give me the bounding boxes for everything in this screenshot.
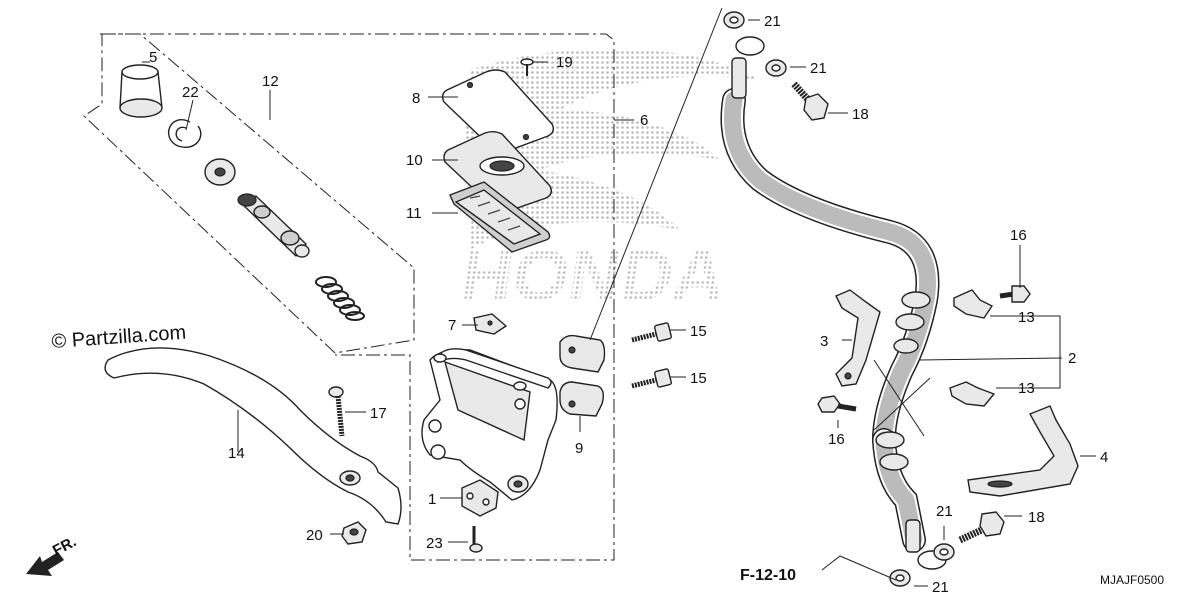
brake-hose (720, 36, 947, 570)
callout-5: 5 (149, 49, 157, 66)
part-21-washer-d (889, 569, 911, 587)
callout-11: 11 (406, 205, 422, 222)
callout-9: 9 (575, 440, 583, 457)
callout-10: 10 (406, 152, 423, 169)
part-1-switch (461, 479, 499, 517)
callout-8: 8 (412, 90, 420, 107)
callout-20: 20 (306, 527, 323, 544)
callout-19: 19 (556, 54, 573, 71)
part-3-bracket (835, 289, 881, 387)
callout-13b: 13 (1018, 380, 1035, 397)
reference-label: F-12-10 (740, 567, 796, 584)
callout-14: 14 (228, 445, 245, 462)
callout-16a: 16 (1010, 227, 1027, 244)
callout-21a: 21 (764, 13, 781, 30)
callout-16b: 16 (828, 431, 845, 448)
front-direction-arrow: FR. (26, 533, 79, 576)
kit-12-boundary (83, 33, 415, 354)
callout-18b: 18 (1028, 509, 1045, 526)
part-10-plate (443, 131, 553, 214)
assembly-6-boundary (100, 33, 615, 561)
part-13-clamp-lower (949, 381, 996, 407)
callout-21b: 21 (810, 60, 827, 77)
callout-23: 23 (426, 535, 443, 552)
callout-7: 7 (448, 317, 456, 334)
part-11-diaphragm (449, 181, 551, 253)
callout-15a: 15 (690, 323, 707, 340)
callout-22: 22 (182, 84, 199, 101)
piston (237, 193, 310, 258)
part-21-washer-c (933, 543, 955, 561)
callout-18a: 18 (852, 106, 869, 123)
part-22-circlip (167, 119, 202, 148)
callout-21d: 21 (932, 579, 949, 596)
part-14-brake-lever (104, 347, 402, 525)
part-13-clamp-upper (953, 289, 994, 319)
part-17-pivot-bolt (328, 386, 345, 437)
callout-3: 3 (820, 333, 828, 350)
part-21-washer-b (765, 59, 787, 77)
callout-2: 2 (1068, 350, 1076, 367)
part-20-nut (341, 521, 367, 545)
callout-15b: 15 (690, 370, 707, 387)
master-cylinder-body (421, 348, 558, 501)
callout-4: 4 (1100, 449, 1108, 466)
part-15-bolt-lower (631, 368, 673, 389)
callout-17: 17 (370, 405, 387, 422)
part-9-holder (559, 334, 606, 417)
leader-lines (142, 7, 1096, 587)
part-18-banjo-bolt-lower (958, 511, 1005, 544)
part-8-reservoir-cap (441, 69, 555, 154)
part-4-bracket (967, 405, 1079, 497)
callout-6: 6 (640, 112, 648, 129)
part-23-screw (469, 526, 483, 553)
part-21-washer-a (723, 11, 745, 29)
part-15-bolt-upper (631, 322, 673, 343)
honda-watermark-text: HONDA (456, 236, 731, 316)
callout-21c: 21 (936, 503, 953, 520)
callout-numbers: 5 22 12 19 8 10 11 6 7 1 23 9 15 15 17 1… (149, 13, 1108, 596)
callout-1: 1 (428, 491, 436, 508)
washer-seal (204, 158, 236, 186)
part-7-clamp (473, 313, 508, 335)
callout-12: 12 (262, 73, 279, 90)
diagram-code: MJAJF0500 (1100, 573, 1164, 587)
part-5-boot (119, 64, 163, 118)
callout-13a: 13 (1018, 309, 1035, 326)
spring (315, 276, 365, 321)
part-16-bolt-upper (999, 285, 1031, 303)
part-18-banjo-bolt-upper (791, 81, 829, 121)
part-16-bolt-lower (817, 395, 857, 413)
